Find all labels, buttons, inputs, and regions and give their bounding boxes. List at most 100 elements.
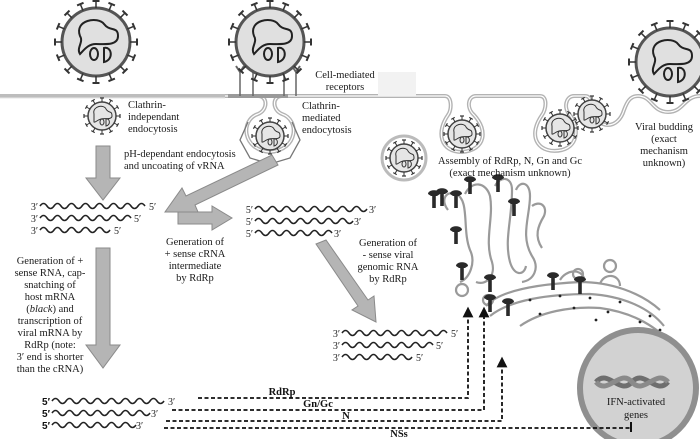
glycoprotein-icon (547, 272, 559, 290)
spike-icon (682, 21, 690, 31)
virus-particle-budded (628, 20, 700, 104)
spike-icon (693, 85, 700, 95)
virus-particle-free-left (54, 0, 138, 84)
arrow-to-new-vrna (315, 239, 377, 323)
spike-icon (55, 54, 65, 62)
rna-end-label: 5′ (149, 202, 156, 213)
glycoprotein-icon (464, 176, 476, 194)
spike-icon (92, 76, 100, 84)
ribosome-dot (658, 328, 662, 332)
rna-group-crna: 5′3′5′3′5′3′ (246, 205, 376, 240)
spike-icon (266, 76, 274, 84)
rna-strand (39, 214, 132, 222)
glycoprotein-icon (508, 198, 520, 216)
spike-icon (229, 54, 239, 62)
ribosome-dot (538, 312, 542, 316)
spike-icon (650, 21, 658, 31)
virus-budding-1 (443, 115, 481, 153)
spike-icon (301, 22, 311, 30)
rna-end-label: 3′ (31, 226, 38, 237)
spike-icon (76, 73, 84, 83)
n-path (166, 356, 508, 422)
rna-group-new-vrna: 3′5′3′5′3′5′ (333, 329, 458, 364)
rna-group-mrna: 5′3′5′3′5′3′ (42, 397, 175, 432)
glycoprotein-icon (484, 274, 496, 292)
spike-icon (127, 54, 137, 62)
ribosome-dot (618, 300, 622, 304)
spike-icon (282, 1, 290, 11)
spike-icon (229, 22, 239, 30)
ribosome-dot (606, 310, 610, 314)
arrow-to-crna (177, 205, 233, 231)
spike-icon (637, 85, 647, 95)
rna-end-label: 3′ (333, 353, 340, 364)
virus-clathrin-vesicle (251, 117, 289, 155)
protein-label-n: N (342, 411, 350, 422)
golgi-er-complex (443, 177, 669, 341)
spike-icon (629, 42, 639, 50)
ribosome-dot (594, 318, 598, 322)
ribosome-dot (528, 298, 532, 302)
spike-icon (682, 93, 690, 103)
virus-vesicle-free (380, 134, 428, 182)
spike-icon (63, 9, 73, 19)
spike-icon (250, 73, 258, 83)
rna-strand (254, 217, 354, 225)
spike-icon (629, 74, 639, 82)
spike-icon (108, 73, 116, 83)
spike-icon (637, 29, 647, 39)
rna-strand (254, 229, 333, 237)
spike-icon (250, 1, 258, 11)
rna-end-label: 3′ (334, 229, 341, 240)
rdrp-path (198, 306, 474, 399)
rna-strand (254, 205, 368, 213)
glycoprotein-icon (450, 226, 462, 244)
spike-icon (304, 38, 312, 46)
spike-icon (628, 58, 636, 66)
rna-end-label: 3′ (136, 421, 143, 432)
nucleus (577, 327, 699, 439)
rna-end-label: 3′ (31, 202, 38, 213)
spike-icon (650, 93, 658, 103)
process-arrows (84, 145, 377, 369)
rna-group-vrna: 3′5′3′5′3′5′ (31, 202, 156, 237)
rna-end-label: 3′ (31, 214, 38, 225)
rna-strand (39, 226, 111, 234)
spike-icon (63, 65, 73, 75)
virus-particle-receptor-bound (228, 0, 312, 84)
spike-icon (127, 22, 137, 30)
virus-budding-3 (573, 95, 611, 133)
spike-icon (266, 0, 274, 8)
rna-strand (341, 329, 448, 337)
ribosome-dot (558, 294, 562, 298)
protein-label-gn-gc: Gn/Gc (303, 399, 333, 410)
rna-end-label: 3′ (333, 341, 340, 352)
rna-end-label: 3′ (151, 409, 158, 420)
virus-clathrin-independent (83, 97, 121, 135)
spike-icon (119, 9, 129, 19)
rna-strand (51, 397, 165, 405)
spike-icon (119, 65, 129, 75)
rna-end-label: 3′ (168, 397, 175, 408)
spike-icon (228, 38, 236, 46)
spike-icon (293, 9, 303, 19)
protein-paths (164, 306, 630, 429)
virus-budding-2 (541, 109, 579, 147)
spike-icon (666, 20, 674, 28)
spike-icon (92, 0, 100, 8)
glycoprotein-icon (492, 174, 504, 192)
rna-end-label: 5′ (436, 341, 443, 352)
spike-icon (282, 73, 290, 83)
rna-strand (51, 409, 151, 417)
arrow-down-mrna (85, 247, 121, 369)
rna-end-label: 5′ (42, 421, 51, 432)
ribosome-dot (588, 296, 592, 300)
label-assembly: Assembly of RdRp, N, Gn and Gc(exact mec… (438, 156, 582, 179)
rna-strand (341, 341, 434, 349)
glycoprotein-icon (484, 294, 496, 312)
